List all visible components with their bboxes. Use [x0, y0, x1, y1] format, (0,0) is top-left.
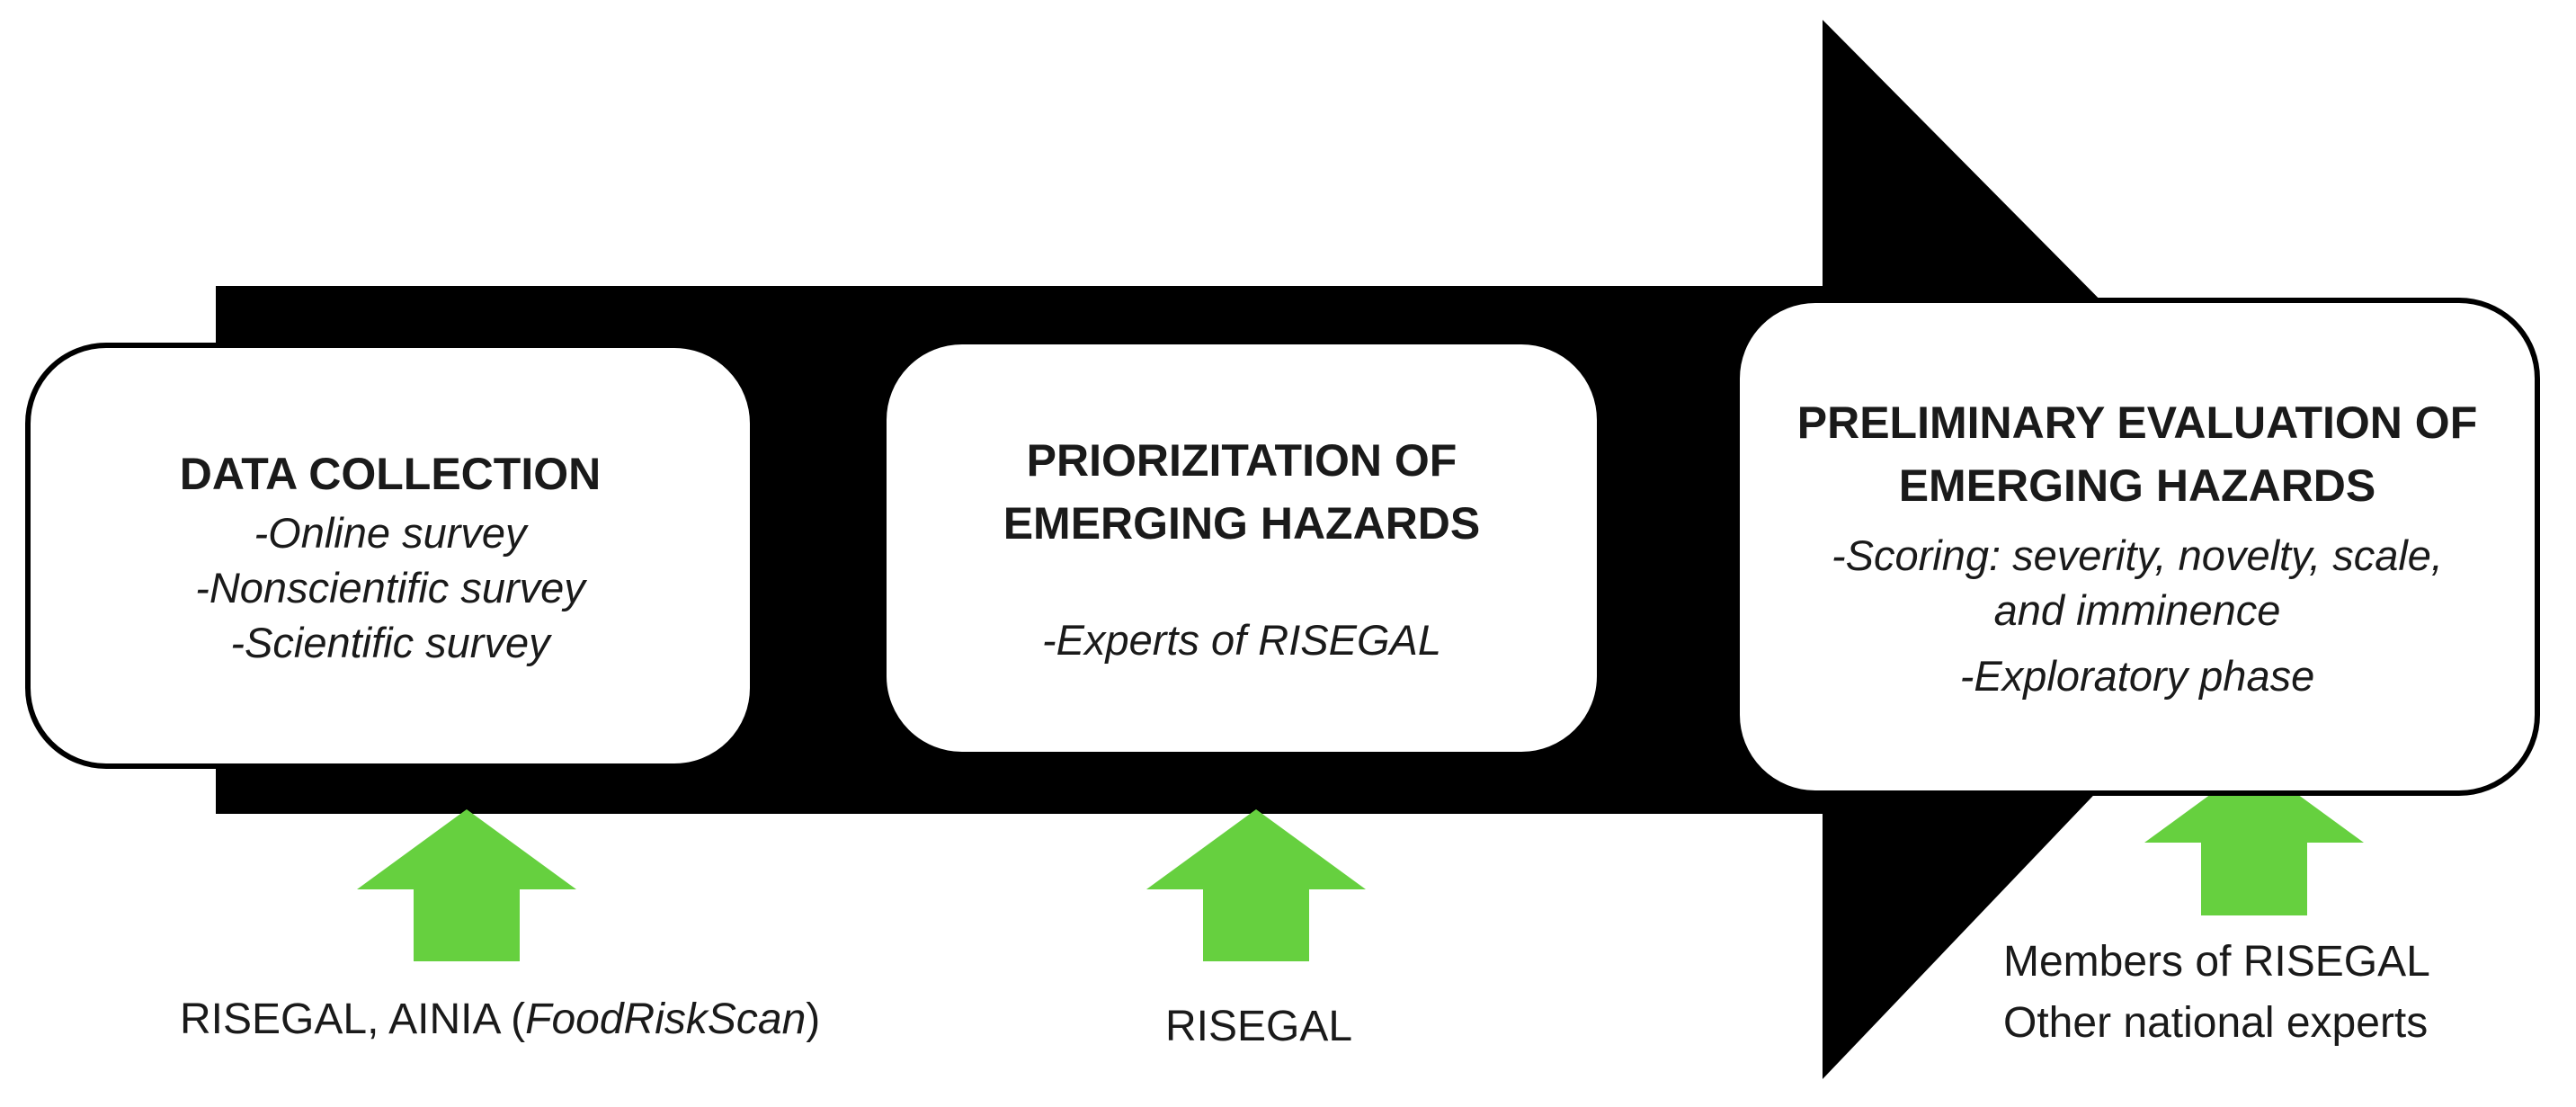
stage-item: -Exploratory phase [1959, 651, 2315, 700]
input-arrow-1 [357, 809, 576, 961]
stage-item: and imminence [1993, 585, 2281, 634]
caption-text: RISEGAL [1164, 1003, 1353, 1050]
caption-line: Members of RISEGAL [2003, 938, 2430, 986]
stage-box-data-collection: DATA COLLECTION -Online survey -Nonscien… [25, 343, 755, 769]
caption-text: ) [806, 995, 821, 1043]
stage-item: -Experts of RISEGAL [1041, 616, 1442, 664]
caption-priorization: RISEGAL [1079, 996, 1439, 1058]
input-arrow-3 [2144, 763, 2364, 915]
stage-item: -Online survey [254, 508, 527, 557]
stage-title: EMERGING HAZARDS [1898, 460, 2376, 511]
stage-title: PRELIMINARY EVALUATION OF [1796, 397, 2478, 448]
stage-title: EMERGING HAZARDS [1003, 498, 1481, 549]
caption-italic-text: FoodRiskScan [525, 995, 807, 1043]
stage-item: -Nonscientific survey [195, 563, 585, 612]
caption-data-collection: RISEGAL, AINIA (FoodRiskScan) [180, 989, 845, 1050]
caption-preliminary-evaluation: Members of RISEGAL Other national expert… [2003, 932, 2561, 1054]
stage-box-preliminary-evaluation: PRELIMINARY EVALUATION OF EMERGING HAZAR… [1734, 298, 2540, 796]
caption-line: Other national experts [2003, 999, 2429, 1047]
caption-text: RISEGAL, AINIA ( [180, 995, 526, 1043]
stage-box-priorization: PRIORIZITATION OF EMERGING HAZARDS -Expe… [881, 339, 1602, 757]
stage-title: DATA COLLECTION [179, 448, 602, 499]
stage-item: -Scoring: severity, novelty, scale, [1831, 531, 2443, 579]
input-arrow-2 [1146, 809, 1366, 961]
stage-title: PRIORIZITATION OF [1026, 435, 1457, 486]
stage-item: -Scientific survey [230, 618, 550, 666]
